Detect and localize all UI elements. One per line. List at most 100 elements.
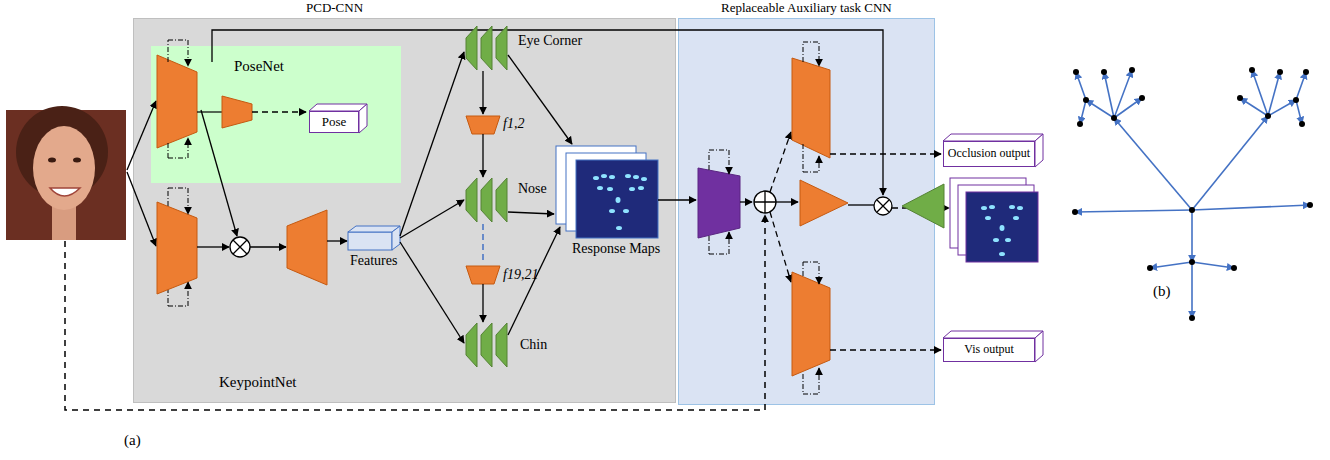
connector-line [482, 71, 483, 114]
node-title: PCD-CNN [306, 1, 363, 16]
tree-edge [1076, 72, 1086, 100]
heatmap-spot [593, 176, 599, 180]
heatmap-spots [981, 205, 1023, 256]
recurrent-loop [168, 40, 188, 66]
photo-eye [48, 158, 56, 163]
heatmap-spot [609, 175, 615, 179]
multiply-symbol [233, 240, 247, 254]
tree-edge [1296, 100, 1302, 124]
connector-line [740, 201, 752, 202]
tree-edge [1114, 118, 1192, 210]
keypoint-layer [466, 178, 477, 222]
node-subtitle: KeypointNet [219, 374, 296, 391]
heatmap-spot [597, 186, 603, 190]
heatmap-spot [999, 252, 1005, 256]
tree-point [1303, 69, 1309, 75]
input-arrow [127, 172, 156, 246]
tree-point [1189, 207, 1195, 213]
node-title: Occlusion output [948, 147, 1030, 161]
dashed-arrow [830, 349, 941, 350]
add-symbol [754, 191, 776, 213]
tree-edge [1296, 72, 1306, 100]
output-box: Pose [309, 111, 359, 133]
keypoint-layer [496, 178, 507, 222]
tree-edge [1252, 70, 1268, 116]
node-title: Pose [322, 115, 347, 130]
tree-edge [1191, 262, 1193, 318]
ellipsis-line [482, 224, 484, 264]
connector-line [250, 246, 286, 247]
connector-line [658, 199, 696, 200]
tree-point [1083, 97, 1089, 103]
response-map [576, 160, 658, 238]
connector-line [482, 134, 483, 177]
heatmap-spot [641, 177, 647, 181]
photo-smile [50, 188, 80, 196]
diagram-label: Eye Corner [518, 33, 582, 49]
tree-point [1189, 259, 1195, 265]
tree-point [1265, 113, 1271, 119]
heatmap-spot [985, 216, 991, 220]
tree-point [1129, 67, 1135, 73]
tree-point [1249, 67, 1255, 73]
recurrent-loop [709, 236, 710, 254]
heatmap-spot [1005, 238, 1011, 242]
photo-eye [73, 158, 81, 163]
keypoint-layer [481, 323, 492, 367]
heatmap-spot [607, 187, 613, 191]
recurrent-loop [803, 262, 819, 284]
tree-edge [1192, 116, 1268, 210]
box-top-face [943, 331, 1043, 338]
heatmap-spot [1017, 206, 1023, 210]
diagram-label: f19,21 [503, 267, 538, 283]
tree-edge [1192, 262, 1234, 268]
tree-points [1072, 67, 1313, 321]
recurrent-loop [803, 156, 819, 172]
recurrent-loop [803, 374, 804, 394]
response-map [966, 192, 1038, 262]
connector-line [508, 212, 554, 214]
conv-block [222, 96, 252, 128]
connector-line [327, 240, 347, 241]
heatmap-spot [1013, 216, 1019, 220]
tree-point [1299, 121, 1305, 127]
connector-line [482, 284, 483, 322]
pose-feature-line [201, 110, 237, 236]
tree-edge [1086, 100, 1114, 118]
box-side-face [359, 104, 367, 133]
pose-output-arrow [252, 111, 306, 112]
node-title: Replaceable Auxiliary task CNN [721, 1, 892, 16]
transfer-block [466, 116, 500, 134]
encoder-block [800, 180, 848, 226]
pose-feature-line [212, 30, 883, 195]
heatmap-spot [616, 226, 622, 230]
recurrent-loop [803, 42, 819, 66]
recurrent-loop [168, 143, 169, 158]
output-box: Occlusion output [943, 141, 1035, 167]
feature-block [392, 226, 400, 250]
tree-point [1231, 265, 1237, 271]
node-title: PoseNet [234, 58, 284, 75]
diagram-label: f1,2 [503, 116, 524, 132]
connector-line [400, 200, 464, 238]
heatmap-spot [993, 238, 999, 242]
recurrent-loop [168, 40, 169, 62]
keypoint-layer [466, 323, 477, 367]
tree-edge [1075, 210, 1192, 212]
heatmap-spot [616, 197, 621, 203]
connector-line [197, 246, 229, 247]
input-arrow [127, 101, 156, 170]
heatmap-spot [638, 186, 644, 190]
conv-block [698, 168, 740, 238]
tree-edge [1191, 210, 1193, 262]
heatmap-spot [601, 174, 607, 178]
box-top-face [309, 104, 367, 111]
heatmap-spot [633, 175, 639, 179]
tree-edge [1192, 205, 1310, 210]
recurrent-loop [168, 188, 169, 206]
dashed-arrow [770, 132, 791, 192]
recurrent-loop [803, 368, 819, 394]
diagram-label: Chin [520, 337, 547, 353]
tree-point [1293, 97, 1299, 103]
